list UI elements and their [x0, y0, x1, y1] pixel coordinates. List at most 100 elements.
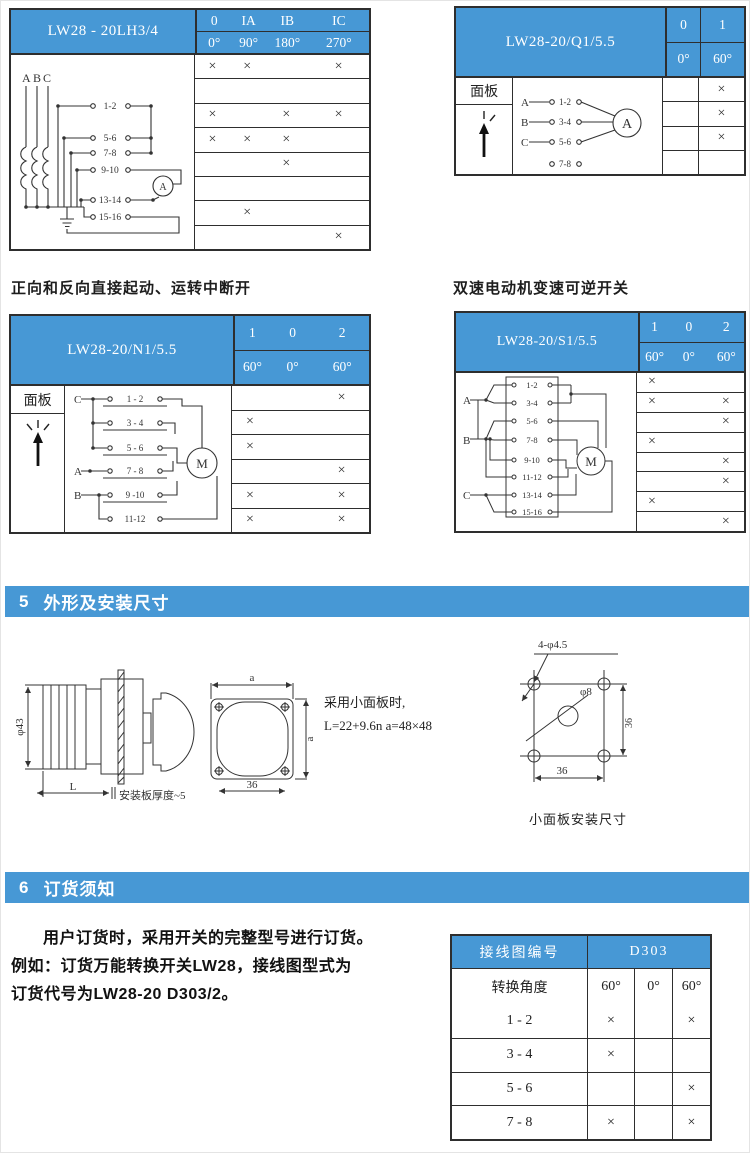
contact-closed-mark: ×: [648, 374, 656, 390]
ammeter-letter: A: [622, 117, 633, 132]
angle-row: 0° 60°: [667, 41, 744, 76]
contact-state-row: ××: [232, 483, 369, 508]
contact-state-row: [195, 78, 369, 102]
table-lh34-header: LW28 - 20LH3/4 0 IA IB IC 0° 90° 180° 27…: [11, 10, 369, 55]
contact-label: 7-8: [526, 435, 537, 445]
contact-closed-mark: ×: [245, 512, 254, 528]
dim-36-label: 36: [247, 779, 259, 791]
table-s1: LW28-20/S1/5.5 1 0 2 60° 0° 60° A B: [454, 311, 746, 533]
contact-open-cell: [667, 512, 708, 531]
contact-closed-mark: ×: [282, 131, 291, 147]
table-lh34: LW28 - 20LH3/4 0 IA IB IC 0° 90° 180° 27…: [9, 8, 371, 251]
angle-label: 60°: [242, 359, 262, 375]
position-label: 2: [722, 319, 730, 335]
contact-closed-mark: ×: [687, 1013, 696, 1029]
contact-closed-mark: ×: [648, 434, 656, 450]
contact-closed-mark: ×: [334, 229, 343, 245]
contact-open-cell: [667, 453, 708, 472]
contact-open-cell: [265, 201, 309, 224]
ordering-line-3: 订货代号为LW28-20 D303/2。: [11, 986, 238, 1003]
contact-open-cell: [637, 413, 667, 432]
contact-closed-mark: ×: [208, 131, 217, 147]
contact-open-cell: [195, 226, 230, 249]
contact-open-cell: [268, 386, 315, 410]
contact-open-cell: [308, 128, 369, 151]
contact-closed-mark: ×: [721, 513, 730, 529]
contact-label: 9-10: [524, 455, 540, 465]
contact-closed-mark: ×: [282, 107, 291, 123]
contact-label: 7-8: [104, 149, 117, 159]
phase-b-label: B: [463, 435, 470, 447]
contact-state-row: [195, 175, 369, 200]
column-headers: 1 0 2 60° 0° 60°: [233, 316, 369, 384]
contact-open-cell: [314, 411, 369, 435]
angle-row: 转换角度 60° 0° 60°: [452, 969, 710, 1005]
angle-row-label: 转换角度: [452, 969, 588, 1005]
contact-closed-mark: ×: [721, 394, 730, 410]
contact-state-grid: ×××: [662, 78, 744, 174]
table-title: LW28-20/S1/5.5: [496, 334, 598, 349]
contact-closed-mark: ×: [245, 487, 254, 503]
contact-open-cell: [663, 78, 698, 101]
angle-label: 60°: [700, 42, 744, 76]
angle-label: 90°: [239, 34, 259, 50]
ordering-line-1: 用户订货时，采用开关的完整型号进行订货。: [43, 930, 374, 947]
contact-label: 3-4: [559, 117, 571, 127]
angle-row: 60° 0° 60°: [640, 341, 744, 372]
contact-label: 9 -10: [126, 490, 145, 500]
contact-pair-label: 7 - 8: [452, 1106, 588, 1139]
angle-label: 60°: [588, 969, 635, 1005]
motor-letter: M: [585, 454, 597, 469]
contact-open-cell: [635, 1005, 673, 1038]
contact-closed-mark: ×: [721, 414, 730, 430]
contact-label: 11-12: [522, 472, 542, 482]
contact-open-cell: [673, 1039, 710, 1072]
contact-state-row: ×××: [195, 55, 369, 78]
contact-state-row: ×: [663, 78, 744, 102]
holes-drawing-caption: 小面板安装尺寸: [529, 812, 628, 827]
contact-state-grid: ××××××××: [231, 386, 369, 532]
table-q1-header: LW28-20/Q1/5.5 0 1 0° 60°: [456, 8, 744, 78]
contact-closed-mark: ×: [282, 156, 291, 172]
contact-open-cell: [268, 435, 315, 459]
switch-handle-icon: [479, 111, 496, 157]
wiring-diagram-lh34: A B C: [11, 55, 195, 249]
angle-label: 0°: [286, 359, 299, 375]
angle-row: 0° 90° 180° 270°: [197, 31, 369, 53]
contact-label: 1-2: [526, 380, 537, 390]
dim-phi43-label: φ43: [14, 718, 26, 736]
contact-open-cell: [637, 453, 667, 472]
phase-a-label: A: [74, 466, 82, 478]
contact-closed-mark: ×: [245, 414, 254, 430]
position-row: 1 0 2: [640, 313, 744, 342]
contact-open-cell: [230, 79, 265, 102]
position-label: 0: [680, 16, 687, 32]
contact-closed-mark: ×: [697, 126, 744, 150]
switch-handle-icon: [26, 420, 50, 466]
angle-label: 0°: [635, 969, 673, 1005]
table-row: 7 - 8××: [452, 1105, 710, 1139]
position-label: 1: [651, 319, 658, 335]
contact-open-cell: [663, 127, 698, 150]
contact-closed-mark: ×: [208, 107, 217, 123]
position-label: 1: [249, 324, 256, 340]
contact-state-row: ×: [637, 471, 744, 491]
contact-closed-mark: ×: [697, 78, 744, 102]
hole-phi8-label: φ8: [580, 686, 592, 698]
contact-label: 3 - 4: [127, 418, 144, 428]
section-6-header: 6 订货须知: [5, 872, 749, 903]
contact-closed-mark: ×: [243, 58, 252, 74]
holes-pattern-svg: 4-φ4.5 φ8 36 36: [520, 639, 635, 782]
contact-state-row: ×: [195, 151, 369, 176]
table-title: LW28-20/N1/5.5: [67, 341, 177, 358]
position-label: 0: [685, 319, 693, 335]
contact-open-cell: [663, 102, 698, 125]
contact-closed-mark: ×: [337, 463, 346, 479]
contact-open-cell: [268, 411, 315, 435]
contact-open-cell: [637, 472, 667, 491]
contact-open-cell: [195, 153, 230, 176]
contact-label: 13-14: [99, 196, 121, 206]
small-panel-note: 采用小面板时, L=22+9.6n a=48×48: [324, 691, 432, 737]
contact-state-row: ×: [637, 511, 744, 531]
caption-left: 正向和反向直接起动、运转中断开: [11, 280, 252, 297]
